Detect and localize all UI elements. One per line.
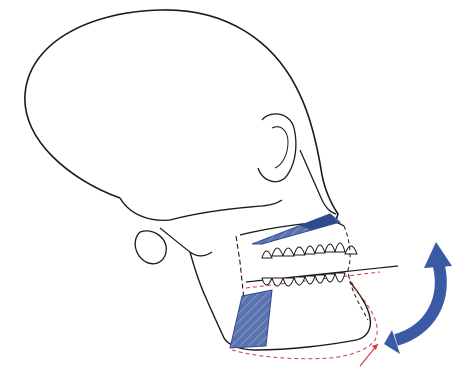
orbit-outline	[258, 114, 296, 182]
cranium-outline	[25, 10, 338, 220]
skull-base	[120, 198, 170, 220]
ramus-dashed	[236, 236, 244, 300]
mandible-wedge	[230, 290, 272, 348]
orbit-inner	[272, 127, 288, 168]
red-arrow-icon	[360, 344, 378, 366]
mastoid-outline	[135, 231, 166, 264]
chin-dashed	[344, 226, 368, 320]
curved-arrow-icon	[384, 242, 452, 354]
upper-teeth	[262, 243, 357, 258]
zygomatic-arch	[170, 200, 282, 220]
lower-teeth	[262, 273, 345, 286]
mandible-outline	[190, 252, 370, 350]
nasal-outline	[300, 150, 336, 214]
styloid-outline	[160, 228, 212, 256]
maxilla-wedge-dark	[300, 214, 338, 230]
